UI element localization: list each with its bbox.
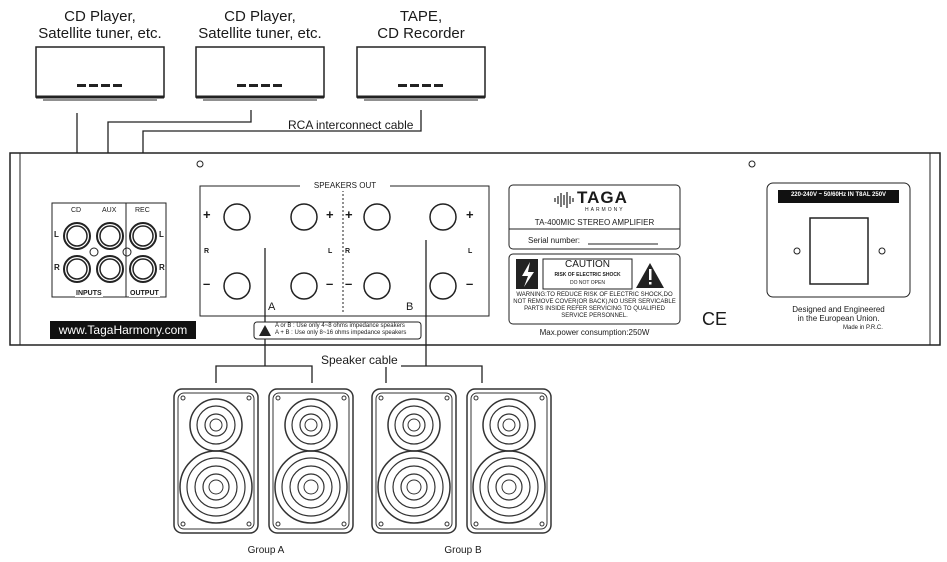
speaker-b-left (371, 388, 457, 534)
sp-l-label-a: L (328, 248, 333, 255)
source-1-title: CD Player, Satellite tuner, etc. (26, 8, 174, 42)
caution-line2: DO NOT OPEN (570, 280, 605, 286)
sp-r-label-b: R (345, 248, 351, 255)
taga-logo-wave (554, 192, 574, 208)
designed-line2: in the European Union. (797, 314, 880, 323)
source-3-title: TAPE, CD Recorder (347, 8, 495, 42)
website-label: www.TagaHarmony.com (50, 321, 196, 339)
impedance-warning-text: A or B : Use only 4~8 ohms impedance spe… (275, 323, 406, 337)
output-r-label: R (159, 263, 165, 272)
minus-3: – (345, 276, 353, 291)
plus-4: + (466, 207, 474, 222)
source-device-2 (195, 46, 325, 101)
speaker-group-b-letter: B (406, 301, 414, 313)
source-1-line1: CD Player, (64, 8, 136, 25)
caution-line1: RISK OF ELECTRIC SHOCK (554, 272, 621, 278)
input-r-label: R (54, 263, 60, 272)
speaker-cable-label: Speaker cable (318, 353, 401, 367)
aux-label: AUX (102, 207, 117, 214)
designed-line1: Designed and Engineered (792, 305, 885, 314)
rec-r-jack (129, 255, 157, 283)
brand-name: TAGA (577, 188, 628, 207)
caution-warning: WARNING:TO REDUCE RISK OF ELECTRIC SHOCK… (509, 292, 680, 320)
source-3-line2: CD Recorder (377, 25, 465, 42)
model-name: TA-400MIC STEREO AMPLIFIER (534, 218, 655, 227)
plus-1: + (203, 207, 211, 222)
impedance-warning-line2: A + B : Use only 8~16 ohms impedance spe… (275, 330, 407, 336)
group-a-label: Group A (247, 545, 285, 556)
inputs-label: INPUTS (75, 290, 103, 297)
speakers-out-block (199, 182, 490, 317)
output-label: OUTPUT (129, 290, 160, 297)
ce-mark: CE (702, 309, 728, 329)
plus-3: + (345, 207, 353, 222)
cd-l-jack (63, 222, 91, 250)
source-2-line1: CD Player, (224, 8, 296, 25)
caution-warning-2: NOT REMOVE COVER(OR BACK),NO USER SERVIC… (513, 299, 676, 305)
caution-warning-1: WARNING:TO REDUCE RISK OF ELECTRIC SHOCK… (516, 292, 673, 298)
caution-title: CAUTION (565, 259, 610, 270)
speaker-a-left (173, 388, 259, 534)
speakers-out-title: SPEAKERS OUT (313, 181, 377, 190)
speaker-a-right (268, 388, 354, 534)
rec-l-jack (129, 222, 157, 250)
inputs-block (51, 202, 167, 298)
power-block (766, 182, 911, 298)
input-l-label: L (54, 230, 59, 239)
caution-label-box (508, 253, 681, 325)
group-b-label: Group B (444, 545, 482, 556)
source-1-line2: Satellite tuner, etc. (38, 25, 162, 42)
speaker-b-right (466, 388, 552, 534)
cd-r-jack (63, 255, 91, 283)
speaker-cables (215, 240, 483, 383)
brand-sub: HARMONY (585, 207, 625, 213)
source-device-3 (356, 46, 486, 101)
caution-warning-3: PARTS INSIDE REFER SERVICING TO QUALIFIE… (524, 306, 665, 312)
minus-1: – (203, 276, 211, 291)
sp-r-label-a: R (204, 248, 210, 255)
source-3-line1: TAPE, (399, 8, 443, 25)
impedance-warning-label (253, 321, 422, 340)
power-rating-label: 220-240V ~ 50/60Hz IN T8AL 250V (790, 192, 887, 198)
output-l-label: L (159, 230, 164, 239)
made-in-label: Made in P.R.C. (843, 325, 883, 331)
aux-l-jack (96, 222, 124, 250)
minus-4: – (466, 276, 474, 291)
rca-cable-label: RCA interconnect cable (288, 118, 414, 132)
rec-label: REC (135, 207, 150, 214)
caution-warning-4: SERVICE PERSONNEL. (561, 313, 628, 319)
source-device-1 (35, 46, 165, 101)
brand-label-box (508, 184, 681, 250)
aux-r-jack (96, 255, 124, 283)
source-2-title: CD Player, Satellite tuner, etc. (186, 8, 334, 42)
speaker-group-a-letter: A (268, 301, 276, 313)
serial-number-label: Serial number: (528, 236, 581, 245)
source-2-line2: Satellite tuner, etc. (198, 25, 322, 42)
plus-2: + (326, 207, 334, 222)
power-consumption: Max.power consumption:250W (539, 328, 650, 337)
minus-2: – (326, 276, 334, 291)
impedance-warning-line1: A or B : Use only 4~8 ohms impedance spe… (275, 323, 405, 329)
cd-label: CD (71, 207, 82, 214)
sp-l-label-b: L (468, 248, 473, 255)
